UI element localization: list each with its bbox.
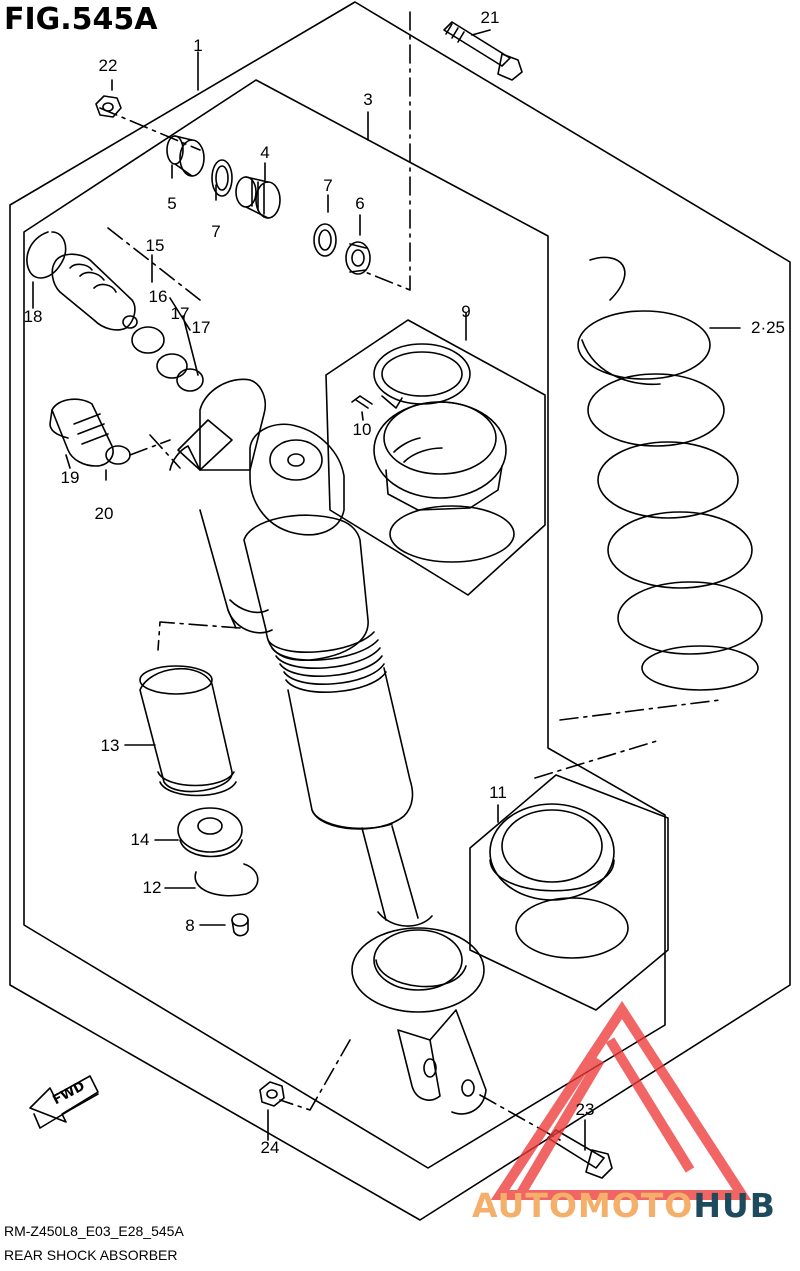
callout-7-upper: 7 — [211, 222, 221, 241]
spring-seat-group-outline — [325, 319, 546, 596]
part-15-adjuster — [51, 253, 138, 331]
callout-11: 11 — [489, 783, 507, 802]
callout-22: 22 — [98, 56, 118, 75]
callout-6: 6 — [355, 194, 365, 213]
callout-2-25: 2·25 — [750, 318, 786, 337]
callout-9: 9 — [461, 302, 471, 321]
part-11-spring-seat — [489, 803, 629, 959]
callout-24: 24 — [260, 1138, 280, 1157]
callout-18: 18 — [23, 307, 43, 326]
callout-14: 14 — [130, 830, 150, 849]
fwd-direction-arrow — [29, 1075, 99, 1129]
shock-body — [169, 378, 487, 1115]
callout-4: 4 — [260, 143, 270, 162]
callout-1: 1 — [193, 36, 203, 55]
seat-group-outline — [469, 774, 669, 1011]
part-9-spring-adjuster — [373, 343, 515, 563]
figure-code: RM-Z450L8_E03_E28_545A — [4, 1223, 184, 1239]
part-24-nut — [259, 1081, 285, 1107]
watermark-text: AUTOMOTOHUB — [472, 1186, 776, 1225]
callout-5: 5 — [167, 194, 177, 213]
callout-17-b: 17 — [191, 318, 211, 337]
part-7-oil-seal-right — [313, 223, 337, 257]
part-18-circlip — [26, 231, 67, 279]
part-5-collar — [166, 135, 205, 177]
part-12-circlip — [194, 863, 259, 897]
callout-19: 19 — [60, 468, 80, 487]
part-7-oil-seal-upper — [211, 159, 233, 197]
callout-21: 21 — [480, 8, 500, 27]
callout-16: 16 — [148, 287, 168, 306]
part-14-reservoir-cap — [177, 807, 243, 858]
part-8-valve-cap — [231, 913, 249, 937]
automotohub-watermark-logo — [490, 1000, 752, 1200]
callout-20: 20 — [94, 504, 114, 523]
part-21-bolt — [443, 21, 523, 81]
callout-17-a: 17 — [170, 304, 190, 323]
callout-15: 15 — [145, 236, 165, 255]
part-13-reservoir — [139, 665, 237, 797]
part-6-collar — [345, 241, 371, 275]
outer-assembly-outline — [9, 1, 791, 1221]
callout-23: 23 — [575, 1100, 595, 1119]
inner-assembly-outline — [23, 79, 666, 1169]
leader-lines — [32, 29, 741, 1151]
part-10-lock-screw — [351, 395, 373, 409]
callout-8: 8 — [185, 916, 195, 935]
part-16-o-ring — [131, 326, 165, 354]
part-17-o-ring-b — [176, 368, 204, 392]
callout-7-right: 7 — [323, 176, 333, 195]
callout-3: 3 — [363, 90, 373, 109]
part-20-washer — [105, 445, 131, 465]
part-22-nut — [95, 95, 122, 118]
callout-10: 10 — [352, 420, 372, 439]
figure-title: FIG.545A — [4, 2, 158, 37]
figure-caption: REAR SHOCK ABSORBER — [4, 1247, 178, 1263]
part-4-needle-bearing — [235, 176, 281, 219]
callout-13: 13 — [100, 736, 120, 755]
part-19-reservoir-cap — [49, 398, 114, 467]
part-17-o-ring-a — [156, 353, 188, 379]
callout-12: 12 — [142, 878, 162, 897]
assembly-axis-lines — [99, 11, 721, 1141]
part-2-25-spring — [577, 256, 763, 691]
